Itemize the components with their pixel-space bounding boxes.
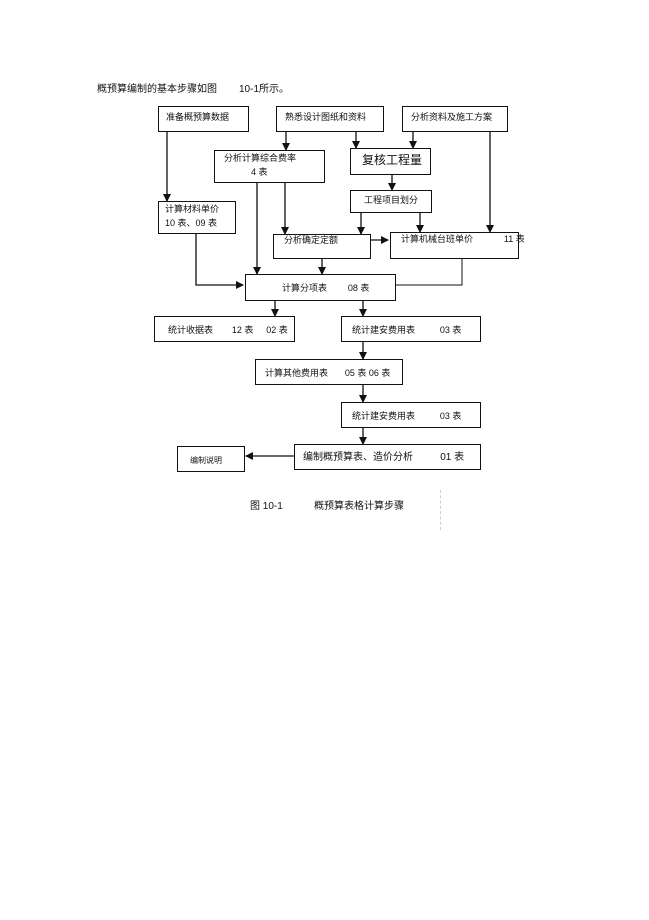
box-notes: 编制说明 — [177, 446, 245, 472]
box-analyze-quota-label: 分析确定定额 — [284, 236, 339, 246]
box-study-drawings: 熟悉设计图纸和资料 — [276, 106, 384, 132]
box-material-price-line1: 计算材料单价 — [165, 205, 220, 215]
box-stat-install-a-num: 03 表 — [439, 325, 462, 335]
box-stat-install-b-label: 统计建安费用表 — [352, 412, 416, 422]
box-stat-install-a-label: 统计建安费用表 — [352, 326, 416, 336]
box-material-price: 计算材料单价 10 表、09 表 — [158, 201, 236, 234]
box-stat-fees-num: 12 表 — [231, 325, 254, 335]
box-stat-fees: 统计收据表 12 表 02 表 — [154, 316, 295, 342]
box-compile-label: 编制概预算表、造价分析 — [303, 452, 413, 463]
box-machine-price-num: 11 表 — [503, 234, 525, 244]
caption-number: 图 10-1 — [250, 501, 283, 512]
box-stat-fees-num2: 02 表 — [266, 325, 288, 335]
intro-sentence: 概预算编制的基本步骤如图 10-1所示。 — [97, 80, 289, 95]
box-review-quantity: 复核工程量 — [350, 148, 431, 175]
box-calc-rate-line2: 4 表 — [251, 167, 268, 177]
intro-suffix: 所示。 — [259, 84, 290, 95]
box-machine-price: 计算机械台班单价 11 表 — [390, 232, 525, 259]
box-stat-fees-label: 统计收据表 — [168, 326, 214, 336]
box-analyze-plan-label: 分析资料及施工方案 — [411, 113, 493, 123]
figure-caption: 图 10-1 概预算表格计算步骤 — [250, 497, 404, 512]
box-analyze-plan: 分析资料及施工方案 — [402, 106, 508, 132]
intro-text: 概预算编制的基本步骤如图 — [97, 84, 217, 95]
box-calc-rate-line1: 分析计算综合费率 — [224, 154, 297, 164]
edge-machine-to-calc-items — [396, 259, 463, 286]
box-study-drawings-label: 熟悉设计图纸和资料 — [285, 113, 367, 123]
edge-material-to-calc-items — [195, 234, 244, 289]
box-item-division: 工程项目划分 — [350, 190, 432, 213]
box-prep-data-label: 准备概预算数据 — [166, 113, 230, 123]
caption-title: 概预算表格计算步骤 — [313, 501, 404, 512]
box-calc-rate: 分析计算综合费率 4 表 — [214, 150, 325, 183]
box-other-costs-num: 05 表 06 表 — [344, 368, 391, 378]
box-material-price-line2: 10 表、09 表 — [165, 218, 218, 228]
box-review-quantity-label: 复核工程量 — [362, 153, 423, 167]
box-item-division-label: 工程项目划分 — [364, 196, 419, 206]
box-compile-num: 01 表 — [440, 452, 465, 463]
box-machine-price-label: 计算机械台班单价 — [401, 235, 474, 245]
box-calc-items-num: 08 表 — [347, 283, 370, 293]
box-other-costs-label: 计算其他费用表 — [265, 369, 329, 379]
box-stat-install-b-num: 03 表 — [439, 411, 462, 421]
box-stat-install-a: 统计建安费用表 03 表 — [341, 316, 481, 342]
box-analyze-quota: 分析确定定额 — [273, 234, 371, 259]
box-calc-items: 计算分项表 08 表 — [245, 274, 396, 301]
intro-figure-ref: 10-1 — [239, 84, 260, 95]
box-compile: 编制概预算表、造价分析 01 表 — [294, 444, 481, 470]
page-divider — [440, 490, 441, 530]
box-stat-install-b: 统计建安费用表 03 表 — [341, 402, 481, 428]
box-calc-items-label: 计算分项表 — [282, 284, 328, 294]
box-notes-label: 编制说明 — [190, 456, 222, 465]
box-prep-data: 准备概预算数据 — [158, 106, 249, 132]
box-other-costs: 计算其他费用表 05 表 06 表 — [255, 359, 403, 385]
